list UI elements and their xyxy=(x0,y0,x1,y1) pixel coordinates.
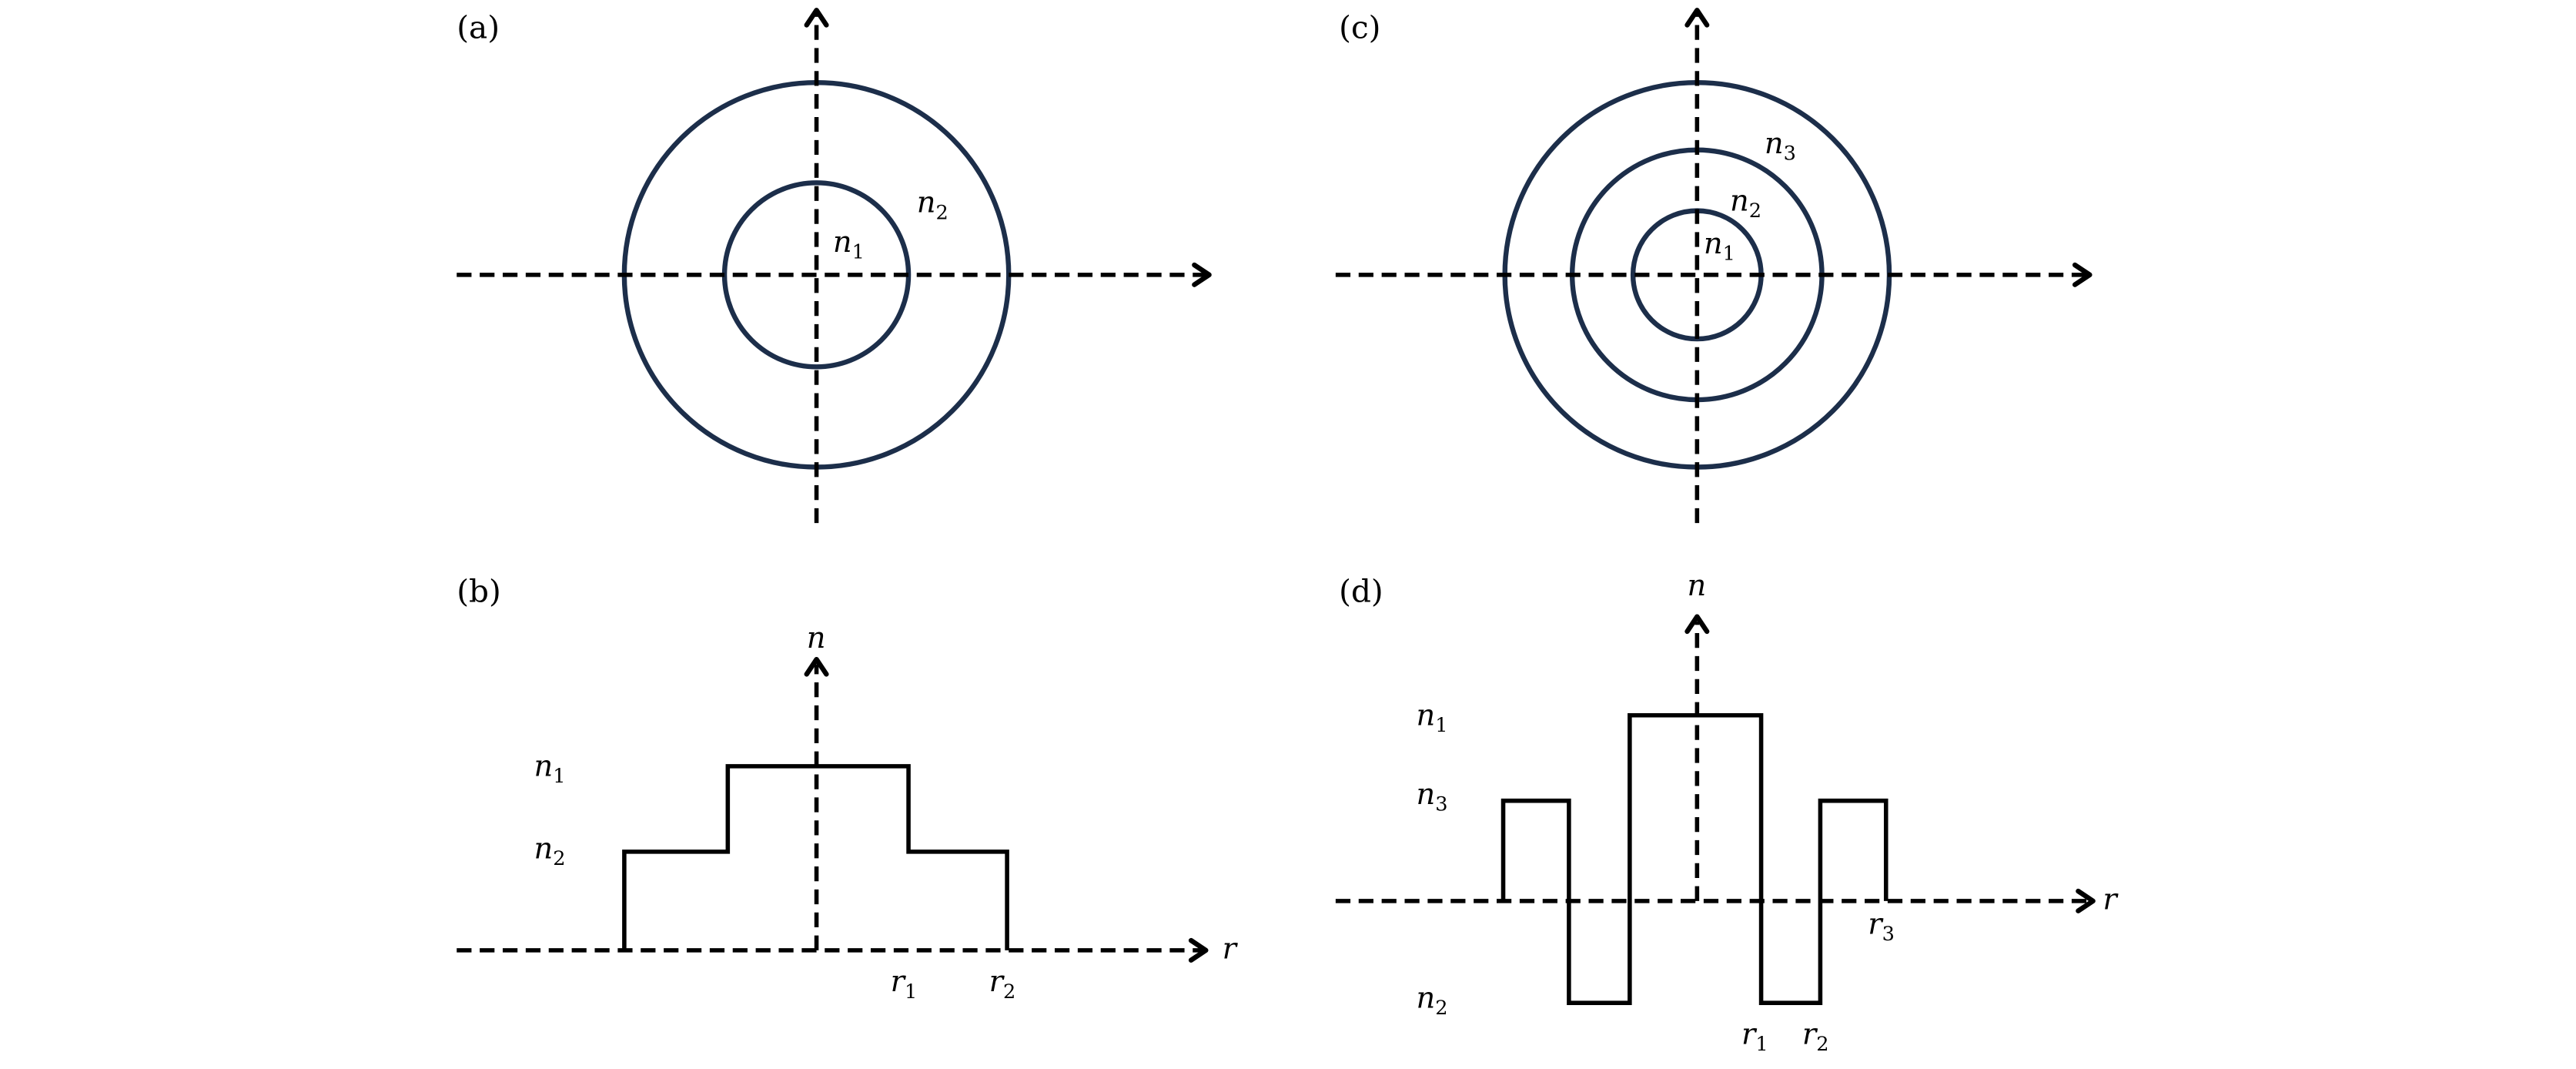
label-r3: r3 xyxy=(1868,907,1895,947)
x-axis-arrow-icon xyxy=(2072,262,2093,287)
x-axis-arrow-icon xyxy=(1192,262,1212,287)
n-axis-arrow-icon xyxy=(804,656,829,677)
label-n1: n1 xyxy=(1416,699,1447,738)
panel-b: (b) r n n1 n2 r1 r2 xyxy=(457,572,1238,1003)
r-axis-label: r xyxy=(1223,932,1239,967)
label-n1: n1 xyxy=(1704,226,1735,266)
label-n1: n1 xyxy=(534,749,566,789)
n-axis-arrow-icon xyxy=(1684,614,1710,635)
n-axis-label: n xyxy=(807,621,826,655)
panel-a: (a) n2 n1 xyxy=(457,8,1212,524)
panel-label-d: (d) xyxy=(1339,572,1383,609)
n-axis-label: n xyxy=(1688,568,1707,603)
panel-label-a: (a) xyxy=(457,9,500,46)
panel-d: (d) r n n1 n3 n2 r1 r2 r3 xyxy=(1335,568,2119,1057)
label-n3: n3 xyxy=(1765,126,1796,166)
label-n2: n2 xyxy=(534,831,566,870)
index-profile-step xyxy=(622,764,1009,950)
label-r1: r1 xyxy=(891,964,918,1004)
label-r2: r2 xyxy=(1802,1017,1829,1057)
label-n2: n2 xyxy=(1416,981,1447,1020)
y-axis-arrow-icon xyxy=(1684,8,1710,28)
label-n2: n2 xyxy=(1730,184,1761,223)
index-profile-step xyxy=(1500,712,1889,1005)
label-n3: n3 xyxy=(1416,777,1447,816)
panel-label-b: (b) xyxy=(457,572,501,609)
inner-ring xyxy=(1630,208,1764,342)
y-axis-arrow-icon xyxy=(804,8,829,28)
label-n1: n1 xyxy=(833,225,865,264)
panel-c: (c) n3 n2 n1 xyxy=(1335,8,2093,524)
r-axis-arrow-icon xyxy=(1188,937,1209,963)
panel-label-c: (c) xyxy=(1339,9,1380,46)
r-axis-label: r xyxy=(2103,883,2119,917)
label-n2: n2 xyxy=(917,186,948,225)
label-r1: r1 xyxy=(1741,1017,1768,1057)
r-axis-arrow-icon xyxy=(2076,888,2096,913)
label-r2: r2 xyxy=(989,964,1016,1004)
